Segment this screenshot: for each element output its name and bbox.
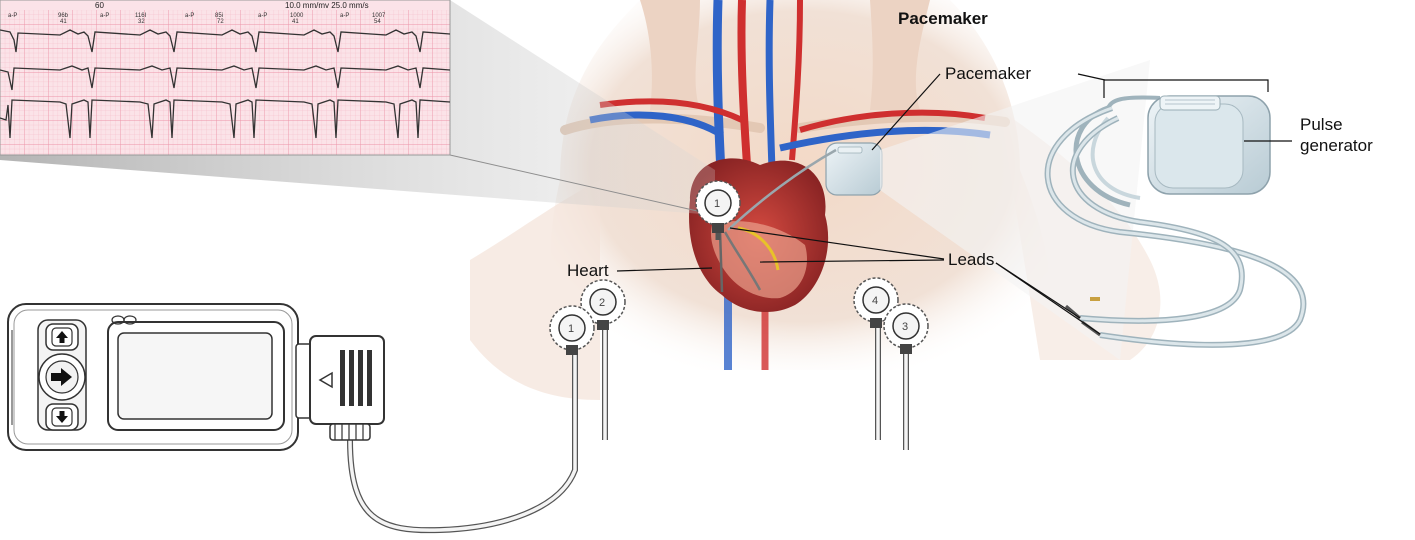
ecg-annotation-top: a-P bbox=[258, 13, 267, 19]
down-button[interactable] bbox=[46, 404, 78, 430]
pulse-generator-label-line2: generator bbox=[1300, 136, 1373, 155]
ecg-header-left: 60 bbox=[95, 1, 104, 10]
ecg-annotation-top: a-P bbox=[185, 13, 194, 19]
up-arrow-icon bbox=[52, 328, 72, 346]
pacemaker-label: Pacemaker bbox=[945, 64, 1031, 83]
ecg-annotation-low: 41 bbox=[292, 19, 299, 25]
ecg-annotation-low: 41 bbox=[60, 19, 67, 25]
up-button[interactable] bbox=[46, 324, 78, 350]
electrode-number: 2 bbox=[599, 297, 605, 309]
ecg-header-right: 10.0 mm/mv 25.0 mm/s bbox=[285, 1, 369, 10]
ecg-annotation-low: 72 bbox=[217, 19, 224, 25]
pulse-generator-label-line1: Pulse bbox=[1300, 115, 1343, 134]
ecg-annotation-low: 54 bbox=[374, 19, 381, 25]
ecg-annotation-low: 32 bbox=[138, 19, 145, 25]
heart-label: Heart bbox=[567, 261, 609, 280]
page-title: Pacemaker bbox=[898, 9, 988, 28]
ecg-annotation-top: a-P bbox=[340, 13, 349, 19]
electrode-number: 1 bbox=[714, 198, 720, 210]
down-arrow-icon bbox=[52, 408, 72, 426]
ecg-annotation-top: a-P bbox=[8, 13, 17, 19]
ecg-strip: 60 10.0 mm/mv 25.0 mm/s a-P 96b 41 a-P 1… bbox=[0, 0, 450, 155]
electrode-number: 4 bbox=[872, 295, 878, 307]
electrode-number: 1 bbox=[568, 323, 574, 335]
leads-label: Leads bbox=[948, 250, 994, 269]
electrode-number: 3 bbox=[902, 321, 908, 333]
enter-button[interactable] bbox=[39, 354, 85, 400]
monitor-connector bbox=[296, 336, 384, 440]
ecg-annotation-top: a-P bbox=[100, 13, 109, 19]
